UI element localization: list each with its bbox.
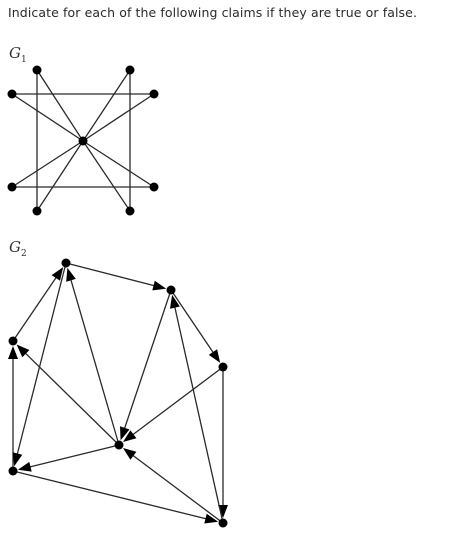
- edge-center-to-bottom-left: [36, 140, 84, 212]
- node-left-upper: [7, 89, 17, 99]
- node-bottom-left: [32, 206, 42, 216]
- edge-right-to-center: [131, 366, 224, 436]
- edge-center-to-left-lower: [11, 140, 84, 188]
- arrowhead-center-to-top: [66, 267, 76, 282]
- edge-center-to-left: [24, 352, 120, 446]
- node-top-right: [125, 65, 135, 75]
- arrowhead-center-to-bottom-left: [17, 461, 32, 472]
- edge-center-to-bottom-left: [28, 444, 120, 468]
- node-left: [8, 336, 18, 346]
- node-right-upper: [149, 89, 159, 99]
- edge-center-to-right-lower: [82, 140, 155, 188]
- arrowhead-left-to-top: [51, 267, 64, 281]
- edge-bottom-right-to-center: [131, 454, 224, 524]
- arrowhead-bottom-right-to-top-right: [170, 294, 180, 309]
- node-top-right: [166, 285, 176, 295]
- graph-2-label-letter: G: [9, 238, 21, 256]
- arrowhead-bottom-left-to-bottom-right: [204, 513, 219, 524]
- arrowhead-center-to-left: [16, 344, 30, 358]
- edge-top-left-to-center: [36, 69, 84, 142]
- edge-center-to-top: [69, 278, 120, 446]
- edge-left-upper-to-center: [11, 93, 84, 142]
- edge-top-to-top-right: [65, 262, 156, 287]
- graph-1-label: G1: [9, 44, 27, 65]
- graph-2-label-index: 2: [20, 249, 27, 259]
- instruction-text: Indicate for each of the following claim…: [8, 5, 418, 20]
- edge-top-right-to-center: [82, 69, 131, 142]
- node-left-lower: [7, 182, 17, 192]
- node-top-left: [32, 65, 42, 75]
- graph-2-label: G2: [9, 238, 27, 259]
- node-bottom-right: [125, 206, 135, 216]
- edge-left-to-top: [12, 276, 58, 342]
- edge-top-right-to-center: [123, 289, 172, 430]
- node-center: [78, 136, 88, 146]
- edge-bottom-left-to-bottom-right: [12, 470, 208, 520]
- arrowhead-right-to-center: [123, 430, 137, 442]
- arrowhead-top-right-to-right: [208, 349, 221, 363]
- node-top: [61, 258, 71, 268]
- node-bottom-right: [218, 518, 228, 528]
- arrowhead-bottom-left-to-left: [8, 346, 18, 359]
- arrowhead-top-to-bottom-left: [12, 452, 23, 467]
- edge-bottom-right-to-top-right: [173, 305, 224, 524]
- node-center: [114, 440, 124, 450]
- node-right: [218, 362, 228, 372]
- arrowhead-top-right-to-center: [120, 426, 130, 441]
- graph-1-label-letter: G: [9, 44, 21, 62]
- edge-right-upper-to-center: [82, 93, 155, 142]
- node-bottom-left: [8, 466, 18, 476]
- arrowhead-bottom-right-to-center: [123, 448, 137, 460]
- arrowhead-top-to-top-right: [152, 280, 167, 291]
- edge-top-to-bottom-left: [16, 262, 67, 456]
- graph-1-label-index: 1: [20, 55, 27, 65]
- edge-center-to-bottom-right: [82, 140, 131, 212]
- arrowhead-right-to-bottom-right: [218, 505, 228, 518]
- edge-top-right-to-right: [170, 289, 215, 354]
- node-right-lower: [149, 182, 159, 192]
